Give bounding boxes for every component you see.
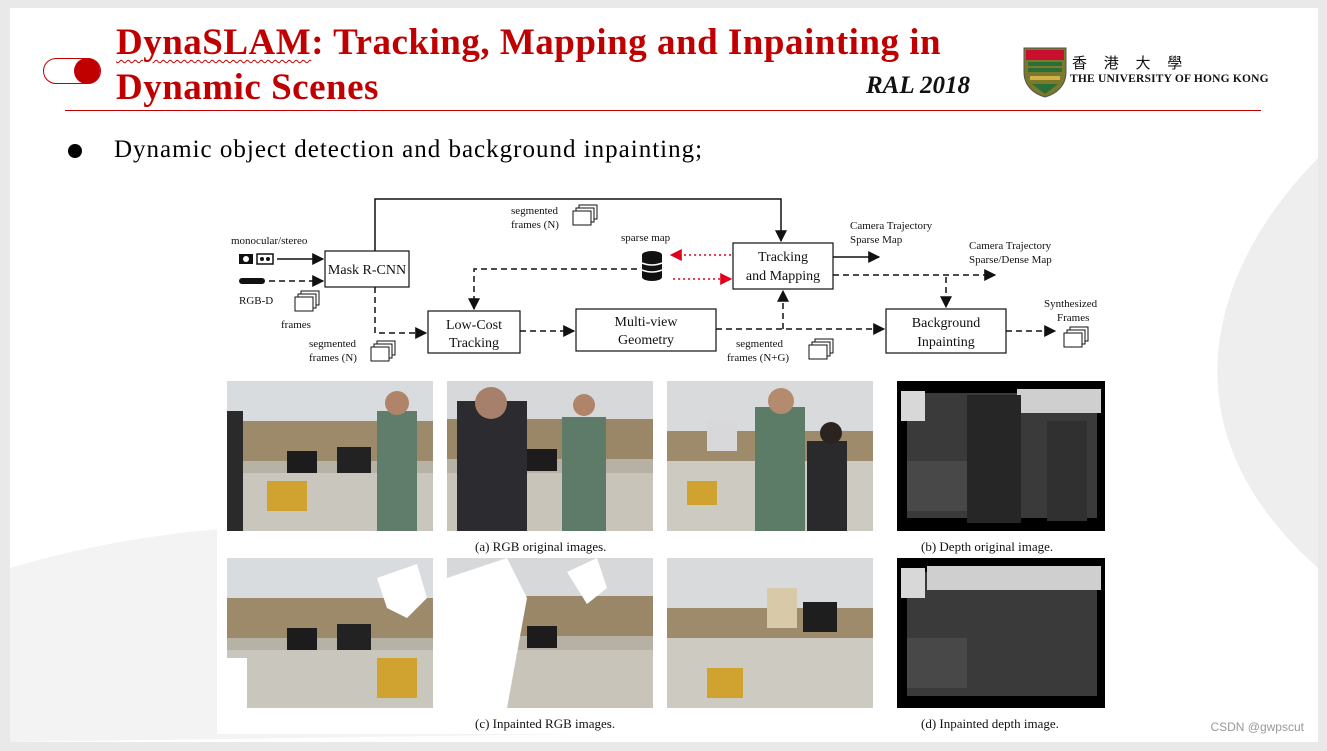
rgbd-sensor-icon (239, 278, 265, 284)
logo-chinese-name: 香 港 大 學 (1072, 54, 1189, 72)
slide-title: DynaSLAM: Tracking, Mapping and Inpainti… (116, 20, 1046, 110)
logo-english-name: THE UNIVERSITY OF HONG KONG (1070, 73, 1269, 85)
background-inpainting-box (885, 308, 1007, 354)
arrow-maskrcnn-to-tracking (374, 198, 787, 251)
low-cost-label-1: Low-Cost (446, 318, 502, 333)
segmented-frames-ng-icon (808, 338, 834, 360)
cam2-label-2: Sparse/Dense Map (969, 254, 1052, 266)
arrow-maskrcnn-to-lowcost (374, 287, 428, 339)
frames-stack-icon (294, 290, 320, 312)
inpainted-rgb-image-1 (227, 558, 433, 708)
multi-view-label-2: Geometry (618, 333, 674, 348)
sparse-map-label: sparse map (621, 232, 671, 244)
cam2-label-1: Camera Trajectory (969, 240, 1052, 252)
camera-icon (239, 254, 253, 264)
inpainted-rgb-image-2 (447, 558, 653, 708)
synth-label-2: Frames (1057, 312, 1089, 324)
segmented-frames-left-icon (370, 340, 396, 362)
input-mono-label: monocular/stereo (231, 235, 308, 247)
cam1-label-2: Sparse Map (850, 234, 903, 246)
hku-crest-icon (1023, 47, 1067, 98)
rgb-original-image-1 (227, 381, 433, 531)
seg-left-label-2: frames (N) (309, 352, 357, 364)
title-line-2: Dynamic Scenes (116, 67, 379, 108)
background-label-1: Background (912, 316, 980, 331)
synthesized-frames-icon (1063, 326, 1089, 348)
background-label-2: Inpainting (917, 335, 975, 350)
arrow-map-to-lowcost (468, 268, 637, 311)
seg-top-label-2: frames (N) (511, 219, 559, 231)
venue-label: RAL 2018 (866, 72, 970, 99)
seg-ng-label-2: frames (N+G) (727, 352, 789, 364)
tracking-label-1: Tracking (758, 250, 808, 265)
bullet-icon (68, 144, 82, 158)
hku-logo (1023, 47, 1067, 98)
low-cost-label-2: Tracking (449, 336, 499, 351)
slide: DynaSLAM: Tracking, Mapping and Inpainti… (10, 8, 1318, 742)
inpainted-rgb-image-3 (667, 558, 873, 708)
paper-figure: monocular/stereo RGB-D frames Mask R-CNN… (217, 187, 1113, 734)
caption-b: (b) Depth original image. (921, 539, 1054, 554)
caption-d: (d) Inpainted depth image. (921, 716, 1059, 731)
caption-c: (c) Inpainted RGB images. (475, 716, 616, 731)
title-abbreviation: DynaSLAM (116, 22, 312, 63)
input-frames-label: frames (281, 319, 311, 331)
tracking-mapping-box (732, 242, 834, 290)
input-rgbd-label: RGB-D (239, 295, 273, 307)
bullet-text: Dynamic object detection and background … (114, 136, 704, 163)
title-pill-decoration (43, 58, 101, 84)
rgb-original-image-2 (447, 381, 653, 531)
seg-top-label-1: segmented (511, 205, 559, 217)
inpainted-depth-image (897, 558, 1105, 708)
cam1-label-1: Camera Trajectory (850, 220, 933, 232)
multi-view-label-1: Multi-view (615, 315, 679, 330)
caption-a: (a) RGB original images. (475, 539, 607, 554)
tracking-label-2: and Mapping (746, 269, 820, 284)
title-divider (65, 110, 1261, 111)
sparse-map-database-icon (641, 251, 663, 281)
synth-label-1: Synthesized (1044, 298, 1098, 310)
segmented-frames-top-icon (572, 204, 598, 226)
pipeline-diagram: monocular/stereo RGB-D frames Mask R-CNN… (231, 198, 1098, 364)
rgb-original-image-3 (667, 381, 873, 531)
mask-rcnn-label: Mask R-CNN (328, 263, 406, 278)
low-cost-tracking-box (427, 310, 521, 354)
title-line-1: : Tracking, Mapping and Inpainting in (311, 22, 942, 63)
depth-original-image (897, 381, 1105, 531)
seg-left-label-1: segmented (309, 338, 357, 350)
seg-ng-label-1: segmented (736, 338, 784, 350)
stereo-camera-icon (256, 253, 274, 265)
multi-view-geometry-box (575, 308, 717, 352)
watermark: CSDN @gwpscut (1210, 720, 1304, 734)
mask-rcnn-box (324, 250, 410, 288)
